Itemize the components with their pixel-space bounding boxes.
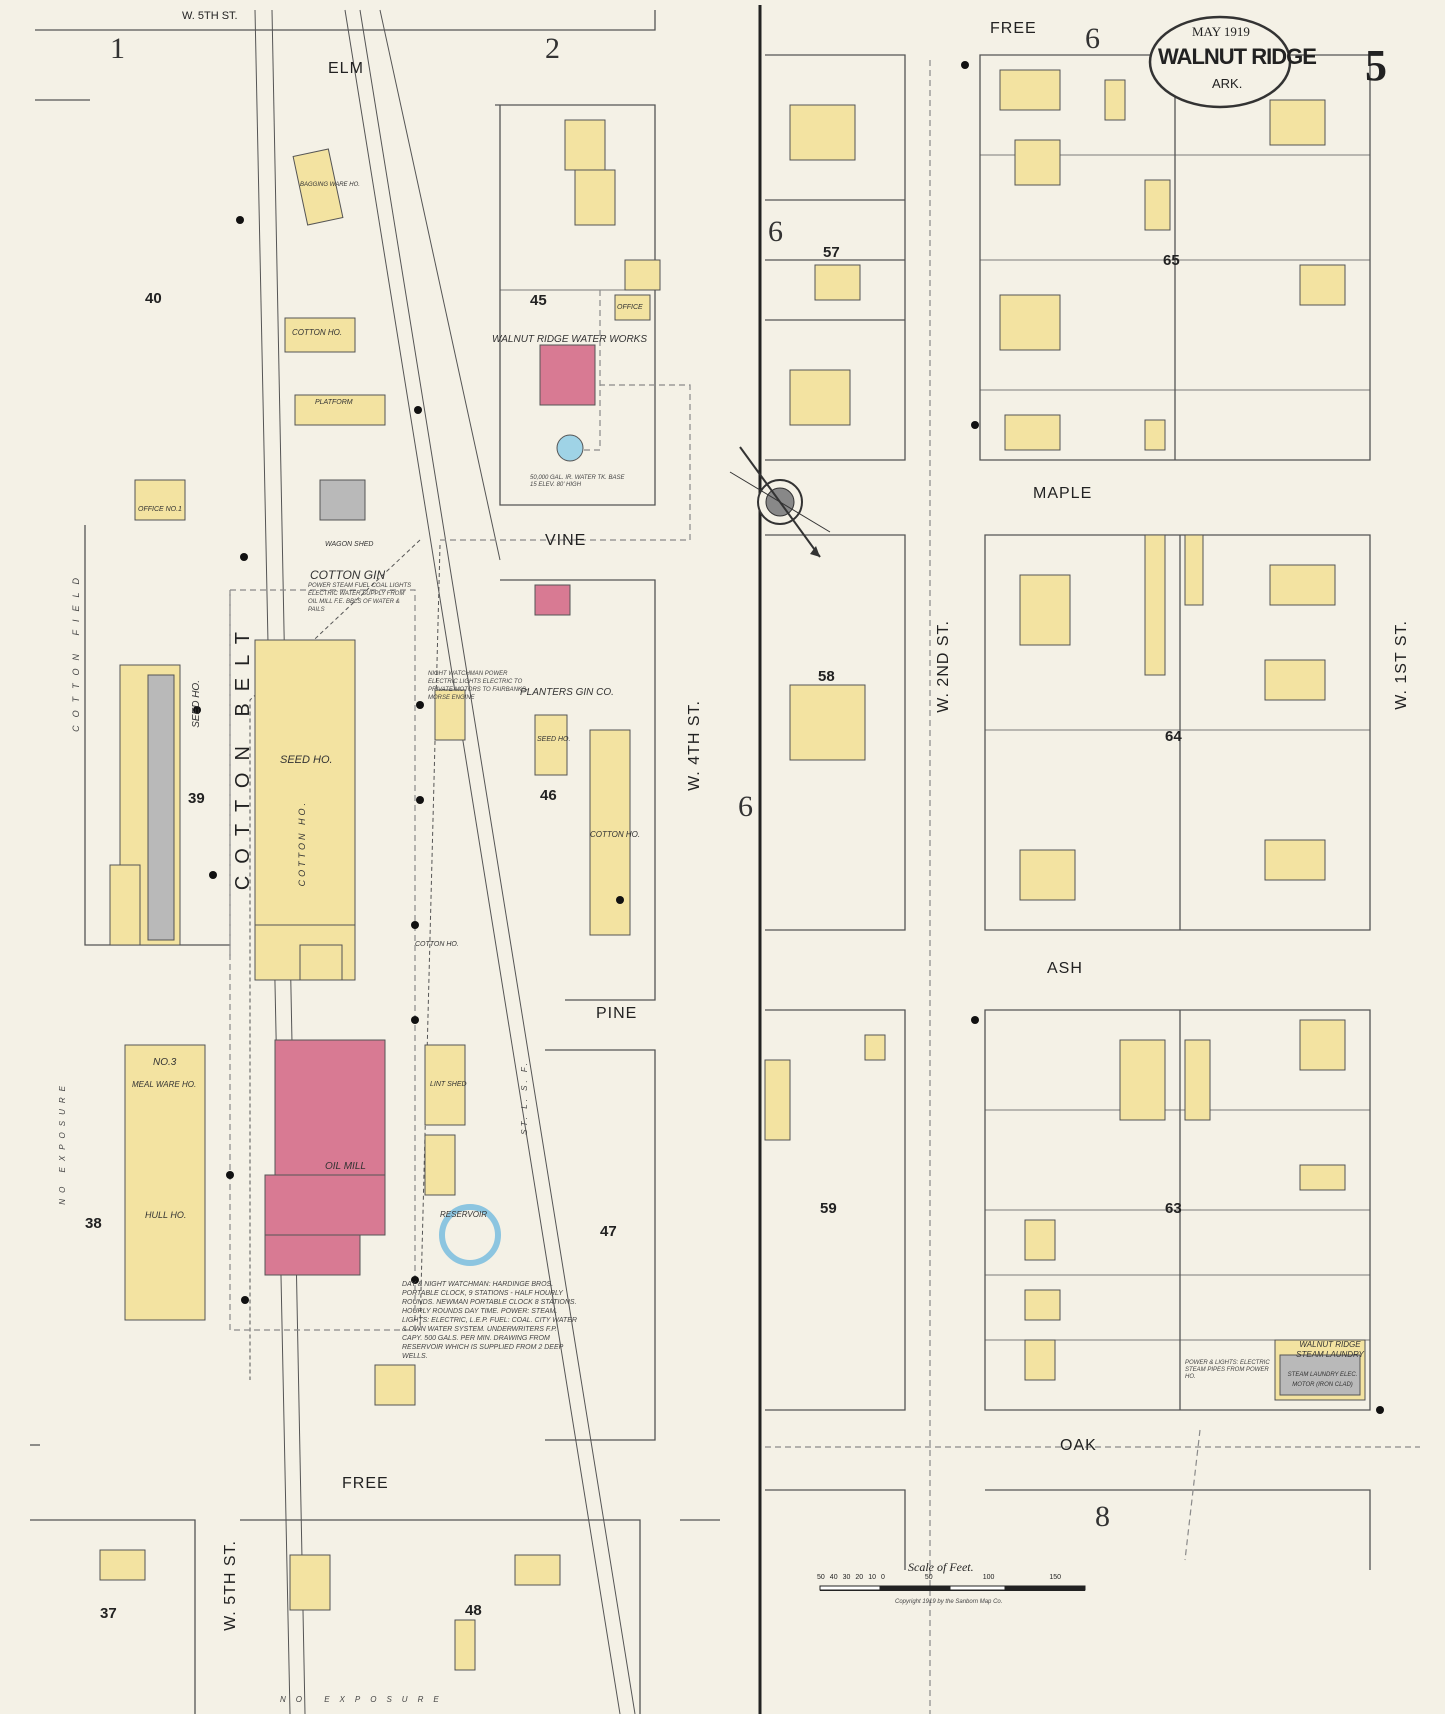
note-planters: NIGHT WATCHMAN POWER ELECTRIC LIGHTS ELE… <box>428 671 528 701</box>
block-48: 48 <box>465 1602 482 1619</box>
scale-tick: 150 <box>1049 1574 1062 1581</box>
label-cotton-field: COTTON FIELD <box>71 570 81 732</box>
label-no3: NO.3 <box>153 1057 177 1068</box>
note-laundry: POWER & LIGHTS: ELECTRIC STEAM PIPES FRO… <box>1185 1360 1270 1380</box>
label-wagon-shed: WAGON SHED <box>325 541 374 548</box>
block-57: 57 <box>823 244 840 261</box>
frame-buildings <box>99 69 1366 1671</box>
label-steam-laundry: WALNUT RIDGE STEAM LAUNDRY <box>1296 1340 1364 1359</box>
water-pipes <box>229 60 1420 1714</box>
street-w4th: W. 4TH ST. <box>686 700 703 791</box>
label-hull-ho: HULL HO. <box>145 1210 187 1220</box>
sheet-number: 5 <box>1365 41 1387 90</box>
key-sheet-2: 2 <box>545 32 560 65</box>
scale-tick: 20 <box>855 1574 864 1581</box>
scale-tick: 10 <box>868 1574 876 1581</box>
street-elm: ELM <box>328 60 364 77</box>
label-no-exposure-left: NO EXPOSURE <box>58 1080 67 1205</box>
water-tanks <box>439 434 584 1266</box>
street-w2nd: W. 2ND ST. <box>935 620 952 713</box>
street-maple: MAPLE <box>1033 485 1093 502</box>
label-cotton-ho-small: COTTON HO. <box>415 941 459 948</box>
label-bagging-ware-ho: BAGGING WARE HO. <box>300 182 360 188</box>
street-free-top: FREE <box>990 20 1037 37</box>
scale-title: Scale of Feet. <box>908 1560 974 1574</box>
label-steam-laundry-detail: STEAM LAUNDRY ELEC. MOTOR (IRON CLAD) <box>1287 1372 1358 1388</box>
block-47: 47 <box>600 1223 617 1240</box>
hydrants <box>193 61 1384 1414</box>
scale-tick: 50 <box>924 1574 933 1581</box>
scale-tick: 30 <box>842 1574 851 1581</box>
block-46: 46 <box>540 787 557 804</box>
block-45: 45 <box>530 292 547 309</box>
note-cotton-gin: POWER STEAM FUEL COAL LIGHTS ELECTRIC WA… <box>308 583 412 613</box>
copyright: Copyright 1919 by the Sanborn Map Co. <box>895 1599 1003 1605</box>
key-sheet-6-mid: 6 <box>768 215 783 248</box>
block-65: 65 <box>1163 252 1180 269</box>
label-reservoir: RESERVOIR <box>440 1210 487 1219</box>
block-59: 59 <box>820 1200 837 1217</box>
street-w1st: W. 1ST ST. <box>1393 620 1410 710</box>
street-w5th-bottom: W. 5TH ST. <box>222 1540 239 1631</box>
town-name: WALNUT RIDGE <box>1158 44 1317 69</box>
block-63: 63 <box>1165 1200 1182 1217</box>
scale-tick: 40 <box>829 1574 838 1581</box>
block-40: 40 <box>145 290 162 307</box>
street-w5th-top: W. 5TH ST. <box>182 10 238 22</box>
key-sheet-1: 1 <box>110 32 125 65</box>
label-cotton-ho-mid: COTTON HO. <box>297 800 307 887</box>
label-cotton-gin: COTTON GIN <box>310 568 386 582</box>
street-oak: OAK <box>1060 1437 1097 1454</box>
label-planters-gin: PLANTERS GIN CO. <box>520 687 614 698</box>
ironclad-buildings <box>147 479 1361 1396</box>
block-37: 37 <box>100 1605 117 1622</box>
title-oval <box>1148 15 1292 109</box>
label-platform: PLATFORM <box>315 399 353 406</box>
note-oil-mill: DAY & NIGHT WATCHMAN: HARDINGE BROS. POR… <box>402 1281 577 1360</box>
label-meal-ware-ho: MEAL WARE HO. <box>132 1080 197 1089</box>
label-cotton-ho-right: COTTON HO. <box>590 830 641 839</box>
label-cotton-ho-top: COTTON HO. <box>292 328 343 337</box>
north-arrow <box>729 446 831 558</box>
label-seed-ho-main: SEED HO. <box>280 754 333 766</box>
key-sheet-8: 8 <box>1095 1500 1110 1533</box>
state-name: ARK. <box>1212 76 1243 91</box>
label-office-no1: OFFICE NO.1 <box>138 506 182 513</box>
label-st-lsf: ST. L. S. F. <box>520 1060 529 1135</box>
label-office-right: OFFICE <box>617 304 643 311</box>
label-water-works: WALNUT RIDGE WATER WORKS <box>492 334 648 345</box>
key-sheet-6-center: 6 <box>738 790 753 823</box>
label-no-exposure-bottom: NO EXPOSURE <box>280 1695 449 1704</box>
block-58: 58 <box>818 668 835 685</box>
key-sheet-6-top: 6 <box>1085 22 1100 55</box>
railroad-cotton-belt: COTTON BELT <box>232 620 254 891</box>
label-water-tank: 50,000 GAL. IR. WATER TK. BASE 15 ELEV. … <box>530 475 625 488</box>
street-pine: PINE <box>596 1005 638 1022</box>
scale-tick: 100 <box>982 1574 995 1581</box>
scale-tick: 50 <box>817 1574 825 1581</box>
block-38: 38 <box>85 1215 102 1232</box>
label-seed-ho-small: SEED HO. <box>537 736 571 743</box>
street-ash: ASH <box>1047 960 1083 977</box>
scale-tick: 0 <box>880 1574 885 1581</box>
label-seed-ho-left: SEED HO. <box>191 680 202 728</box>
street-vine: VINE <box>545 532 587 549</box>
scale-bar <box>819 1585 1086 1591</box>
block-39: 39 <box>188 790 205 807</box>
map-date: MAY 1919 <box>1192 24 1250 39</box>
brick-buildings <box>264 344 596 1276</box>
block-64: 64 <box>1165 728 1182 745</box>
street-free-bottom: FREE <box>342 1475 389 1492</box>
label-lint-shed: LINT SHED <box>430 1081 467 1088</box>
label-oil-mill: OIL MILL <box>325 1161 366 1172</box>
